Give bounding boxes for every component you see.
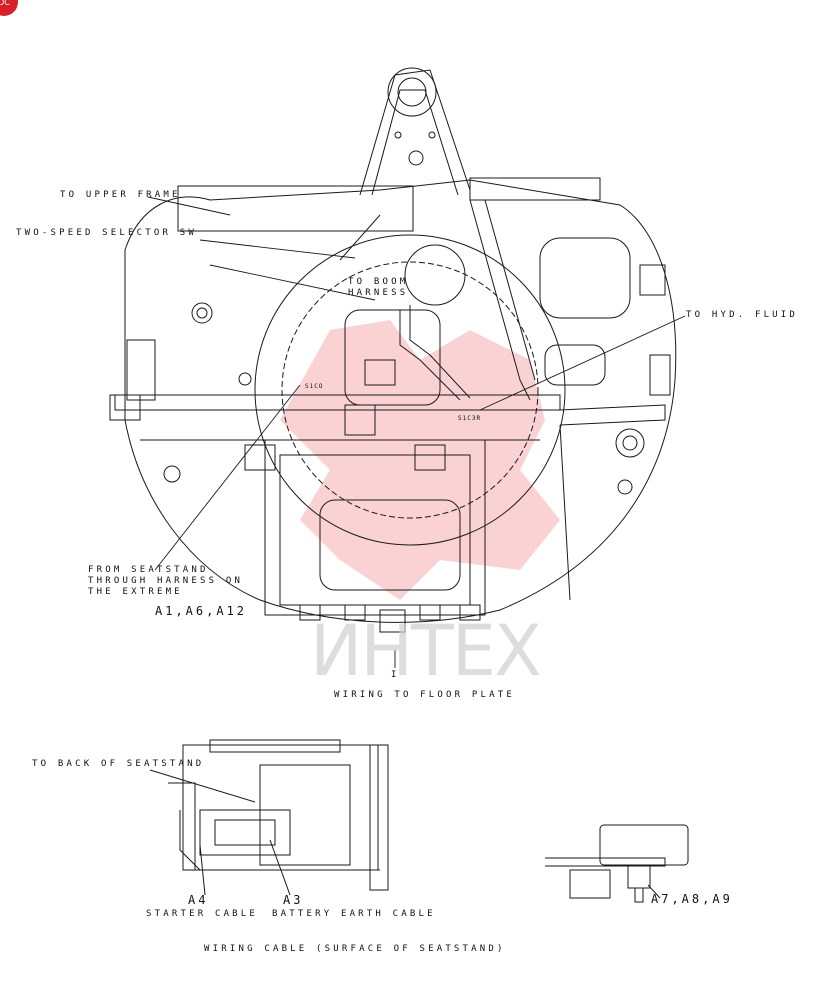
label-a4: A4 (188, 893, 209, 907)
watermark-logo (280, 320, 560, 600)
label-to-upper-frame: TO UPPER FRAME (60, 190, 181, 200)
main-frame (109, 67, 677, 633)
label-to-back-of-seatstand: TO BACK OF SEATSTAND (32, 759, 205, 769)
label-harness: HARNESS (348, 288, 409, 298)
label-small-tag-1: S1CO (305, 383, 324, 390)
label-from-seatstand: FROM SEATSTAND (88, 565, 209, 575)
label-to-boom: TO BOOM (348, 277, 409, 287)
label-wiring-to-floor-plate: WIRING TO FLOOR PLATE (334, 690, 515, 700)
label-starter-cable: STARTER CABLE (146, 909, 259, 919)
label-i-mark: I (391, 670, 400, 680)
label-the-extreme: THE EXTREME (88, 587, 183, 597)
leader-lines (147, 196, 686, 668)
label-battery-earth-cable: BATTERY EARTH CABLE (272, 909, 436, 919)
seatstand-inset (149, 739, 389, 896)
corner-badge: DC (0, 0, 18, 16)
label-a3: A3 (283, 893, 304, 907)
label-wiring-cable-seatstand: WIRING CABLE (SURFACE OF SEATSTAND) (204, 944, 506, 954)
label-to-hyd-fluid: TO HYD. FLUID (686, 310, 799, 320)
bolt-detail (545, 824, 689, 903)
label-small-tag-2: S1C3R (458, 415, 482, 422)
label-through-harness: THROUGH HARNESS ON (88, 576, 244, 586)
label-a7-a8-a9: A7,A8,A9 (651, 892, 733, 906)
label-two-speed-selector: TWO-SPEED SELECTOR SW (16, 228, 197, 238)
watermark-text: ИНТЕХ (310, 610, 542, 692)
label-a1-a6-a12: A1,A6,A12 (155, 604, 248, 618)
